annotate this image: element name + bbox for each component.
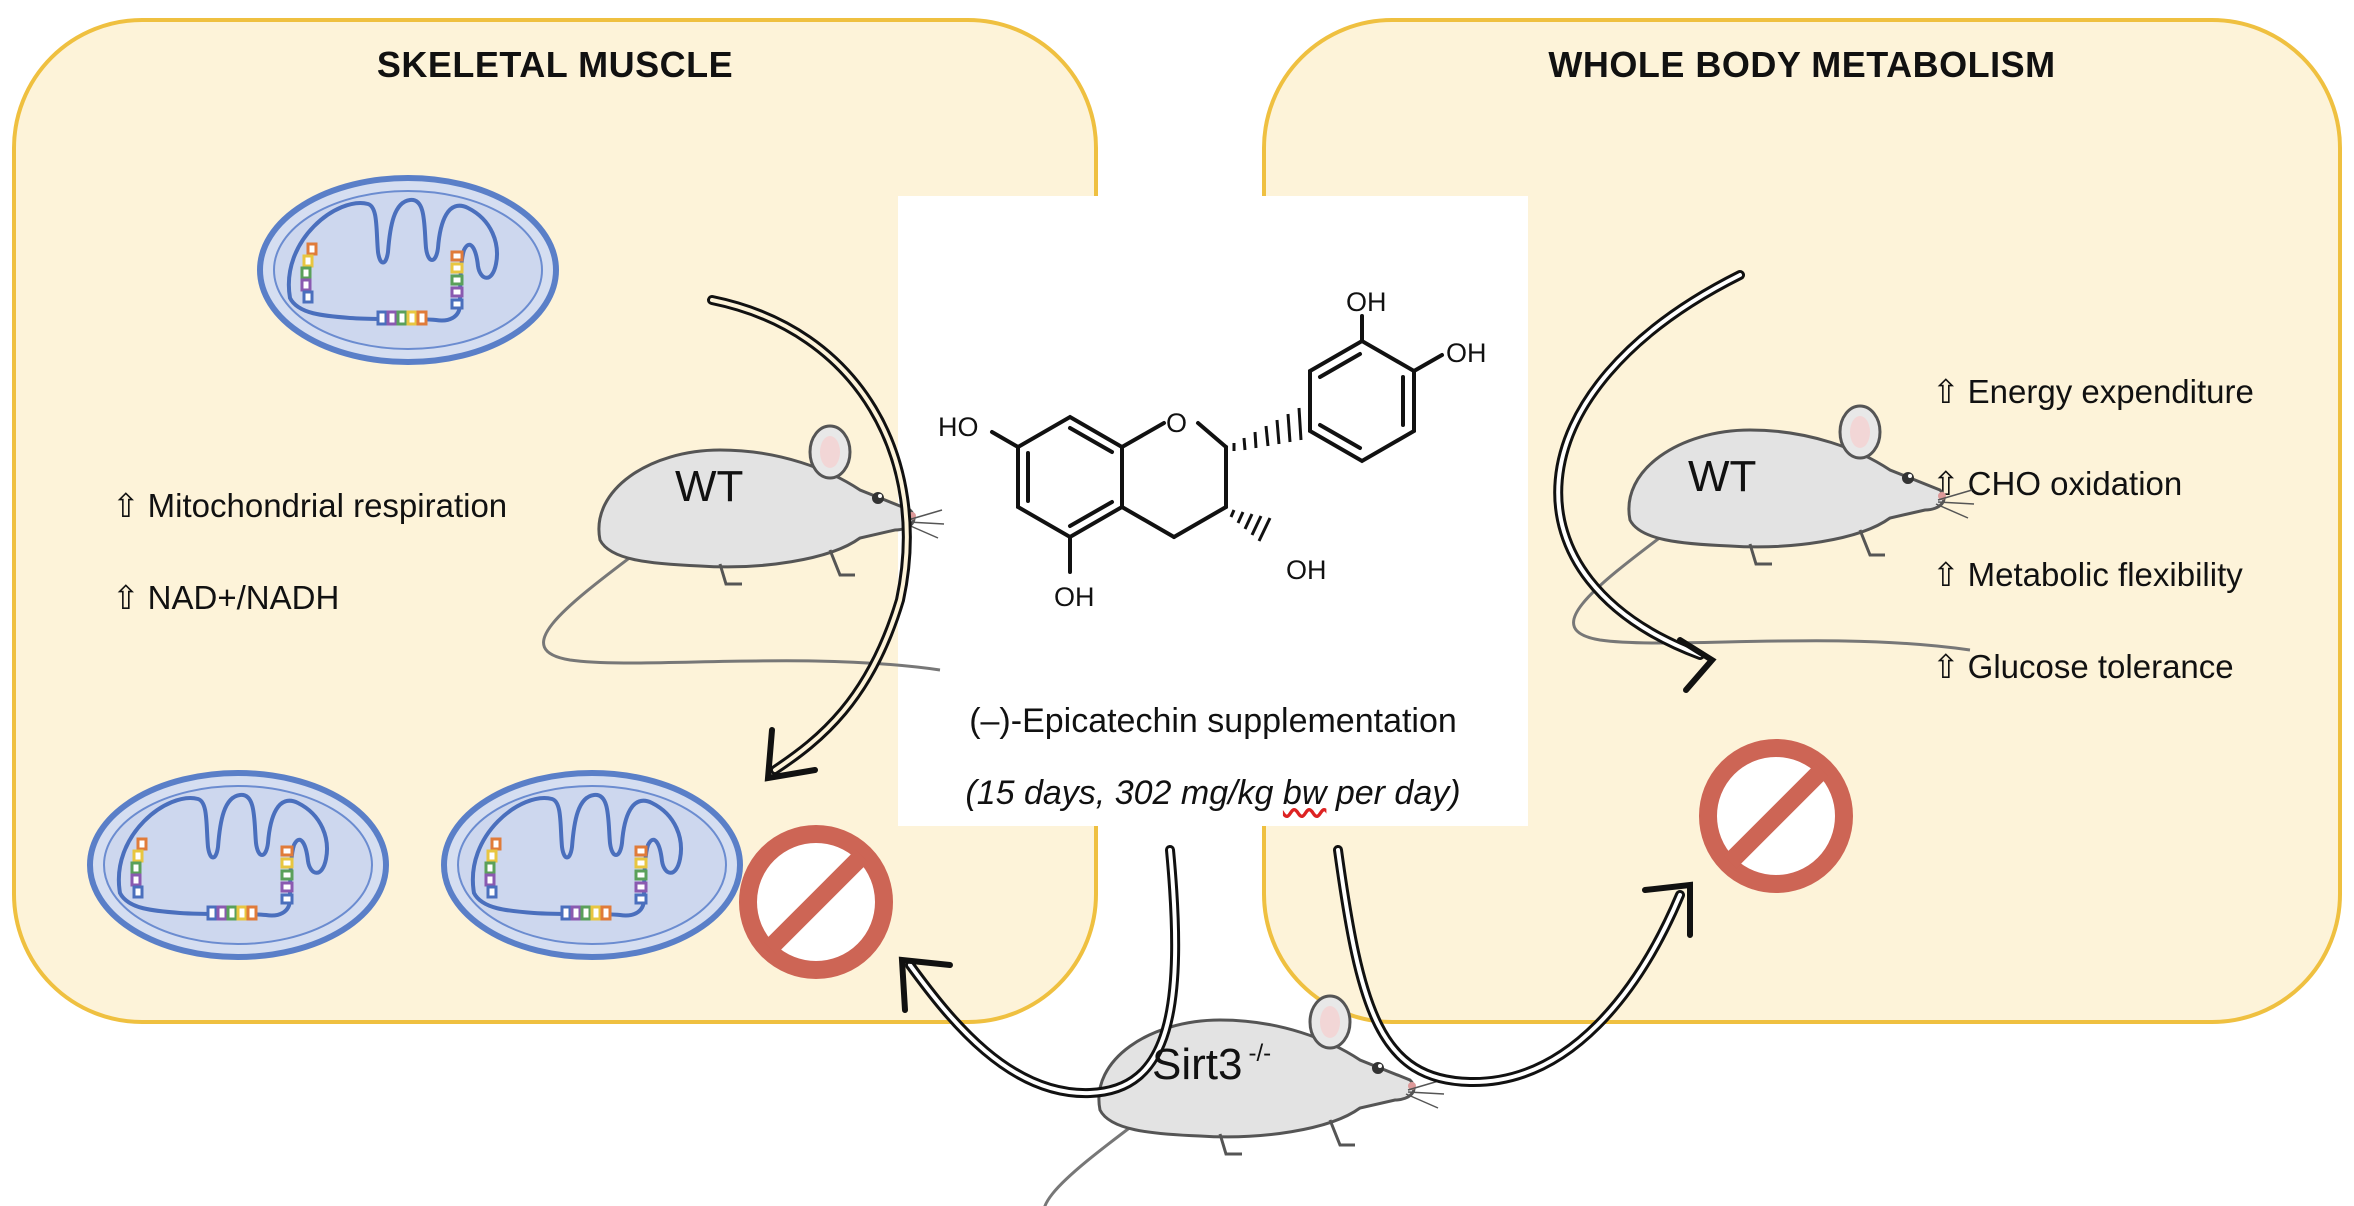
effect-energy-expenditure: ⇧Energy expenditure [1932, 373, 2254, 410]
ring-oxygen-label: O [1166, 408, 1187, 438]
up-arrow-icon: ⇧ [1932, 556, 1960, 593]
ho-label-left: HO [938, 412, 979, 442]
up-arrow-icon: ⇧ [1932, 373, 1960, 410]
dose-caption: (15 days, 302 mg/kg bw per day) [965, 774, 1461, 812]
effect-mitochondrial-respiration: ⇧Mitochondrial respiration [112, 487, 508, 524]
oh-label-right: OH [1446, 338, 1487, 368]
whole-body-metabolism-title: WHOLE BODY METABOLISM [1548, 44, 2056, 85]
sirt3-knockout-label: Sirt3-/- [1152, 1040, 1272, 1089]
mitochondrion-icon [90, 773, 386, 957]
up-arrow-icon: ⇧ [112, 487, 140, 524]
up-arrow-icon: ⇧ [1932, 648, 1960, 685]
epicatechin-box: O OH OH HO OH OH (–)-Epicatechin supplem… [898, 196, 1528, 826]
mitochondrion-icon [444, 773, 740, 957]
wt-mouse-right-icon [1572, 404, 1976, 652]
skeletal-muscle-title: SKELETAL MUSCLE [376, 44, 734, 85]
effect-glucose-tolerance: ⇧Glucose tolerance [1932, 648, 2234, 685]
oh-label-hydroxyl: OH [1286, 555, 1327, 585]
prohibited-icon [748, 834, 884, 970]
arrowhead-left-down [764, 727, 818, 782]
supplementation-caption: (–)-Epicatechin supplementation [969, 702, 1457, 740]
oh-label-bottom: OH [1054, 582, 1095, 612]
effect-metabolic-flexibility: ⇧Metabolic flexibility [1932, 556, 2243, 593]
mitochondrion-icon [260, 178, 556, 362]
wt-label-right: WT [1688, 452, 1757, 501]
wt-label-left: WT [675, 462, 744, 511]
prohibited-icon [1708, 748, 1844, 884]
oh-label-top: OH [1346, 287, 1387, 317]
up-arrow-icon: ⇧ [112, 579, 140, 616]
arrowhead-left-up [898, 956, 953, 1013]
arrowhead-right-down [1677, 637, 1717, 693]
arrowhead-right-up [1642, 881, 1693, 938]
epicatechin-structure: O OH OH HO OH OH [938, 287, 1487, 612]
effect-nad-nadh: ⇧NAD+/NADH [112, 579, 340, 616]
